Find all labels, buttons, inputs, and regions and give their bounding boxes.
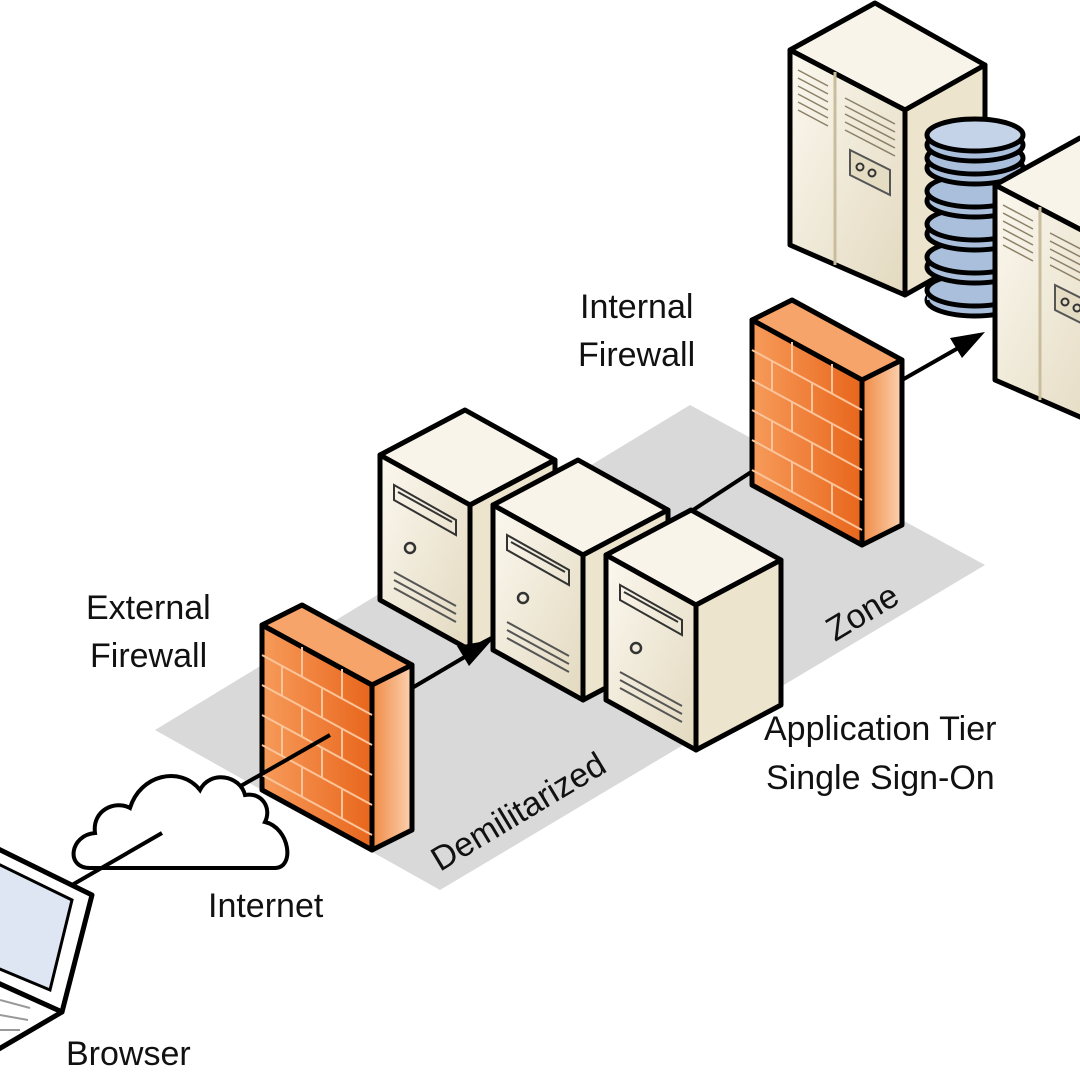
browser-label: Browser bbox=[66, 1035, 191, 1073]
external-firewall-label-line1: External bbox=[86, 589, 211, 627]
connector-laptop-to-cloud bbox=[70, 831, 164, 887]
backend-server-right[interactable] bbox=[995, 138, 1080, 430]
arrow-to-dmz bbox=[410, 640, 492, 690]
connector-cloud-to-firewall bbox=[224, 733, 331, 797]
arrow-to-backend bbox=[901, 332, 985, 382]
internal-firewall-label-line2: Firewall bbox=[578, 336, 695, 374]
internet-label: Internet bbox=[208, 887, 324, 925]
dmz-server-3[interactable] bbox=[606, 510, 781, 750]
app-tier-label-line1: Application Tier bbox=[764, 710, 996, 748]
internet-cloud-icon[interactable] bbox=[71, 774, 290, 870]
external-firewall-label-line2: Firewall bbox=[90, 637, 207, 675]
app-tier-label-line2: Single Sign-On bbox=[766, 759, 995, 797]
internal-firewall-label-line1: Internal bbox=[580, 288, 693, 326]
laptop-icon[interactable] bbox=[0, 840, 95, 1060]
